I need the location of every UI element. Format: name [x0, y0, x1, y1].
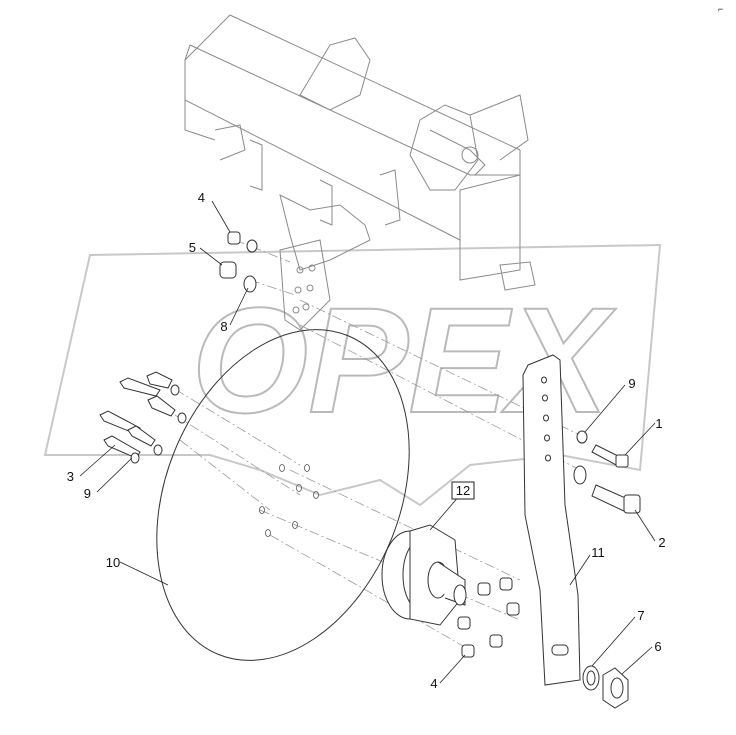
disc-bolts [99, 371, 187, 464]
callout-10: 10 [106, 555, 120, 570]
callout-4-lower: 4 [430, 676, 437, 691]
hub-nuts [457, 577, 520, 658]
corner-mark: ⌐ [718, 4, 723, 14]
opex-watermark [43, 243, 662, 507]
callout-5: 5 [189, 240, 196, 255]
callout-1: 1 [655, 416, 662, 431]
callout-7: 7 [637, 608, 644, 623]
callout-leaders [79, 200, 656, 684]
upper-fasteners [219, 231, 258, 293]
disc-blade [156, 329, 410, 661]
scraper-arm [522, 354, 581, 686]
frame-assembly [184, 14, 536, 331]
callout-9-right: 9 [628, 376, 635, 391]
callout-8: 8 [220, 319, 227, 334]
callout-6: 6 [654, 639, 661, 654]
lower-nut-washer [582, 665, 629, 709]
callout-11: 11 [591, 545, 605, 560]
disc-bolt-holes [259, 464, 319, 537]
callout-4-upper: 4 [198, 190, 205, 205]
callout-labels: 4 5 8 3 9 10 12 9 1 2 11 7 6 4 ⌐ [67, 4, 724, 691]
hub-assembly [381, 524, 467, 626]
callout-2: 2 [658, 535, 665, 550]
arm-bolts [573, 430, 641, 514]
callout-3: 3 [67, 469, 74, 484]
callout-12: 12 [456, 483, 470, 498]
callout-9-left: 9 [84, 486, 91, 501]
callout-12-box [451, 481, 475, 500]
